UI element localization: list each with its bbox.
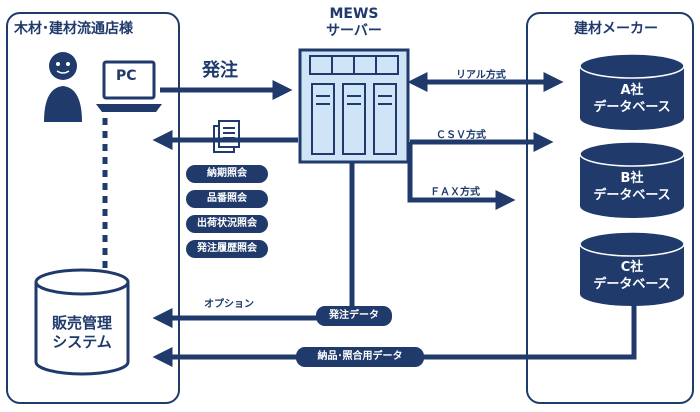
fax-arrow (407, 142, 516, 210)
maker-a-database (579, 53, 685, 130)
order-label: 発注 (202, 60, 238, 81)
maker-c-label: C社 データベース (580, 259, 684, 293)
server-title-line2: サーバー (326, 23, 382, 39)
delivery-data-pill: 納品･照合用データ (296, 347, 424, 367)
inquiry-order-history: 発注履歴照会 (186, 240, 268, 258)
csv-label: ＣＳＶ方式 (436, 130, 486, 141)
retailer-panel-title: 木材･建材流通店様 (14, 21, 133, 37)
inquiry-shipment-status: 出荷状況照会 (186, 215, 268, 233)
inquiry-delivery-date: 納期照会 (186, 165, 268, 183)
maker-c-sub: データベース (593, 277, 671, 292)
maker-panel-title: 建材メーカー (574, 21, 658, 37)
sales-system-label: 販売管理 システム (36, 314, 128, 352)
maker-a-sub: データベース (593, 100, 671, 115)
sales-system-line1: 販売管理 (51, 314, 112, 332)
maker-b-sub: データベース (593, 188, 671, 203)
order-data-pill: 発注データ (316, 306, 392, 326)
server-icon (298, 48, 410, 164)
maker-a-label: A社 データベース (580, 82, 684, 116)
maker-c-name: C社 (620, 260, 644, 275)
server-title-line1: MEWS (329, 6, 379, 22)
sales-system-cylinder (34, 268, 130, 376)
option-label: オプション (204, 299, 254, 310)
server-title: MEWS サーバー (316, 6, 392, 40)
document-icon (213, 120, 240, 153)
maker-c-database (579, 231, 685, 306)
realtime-label: リアル方式 (456, 70, 506, 81)
maker-b-name: B社 (620, 171, 644, 186)
inquiry-part-number: 品番照会 (186, 190, 268, 208)
person-icon (44, 52, 82, 122)
maker-a-name: A社 (620, 83, 644, 98)
laptop-icon (96, 60, 162, 112)
sales-system-line2: システム (52, 333, 112, 351)
maker-b-database (579, 141, 685, 218)
pc-label: PC (116, 68, 137, 84)
maker-b-label: B社 データベース (580, 170, 684, 204)
fax-label: ＦＡＸ方式 (430, 187, 480, 198)
